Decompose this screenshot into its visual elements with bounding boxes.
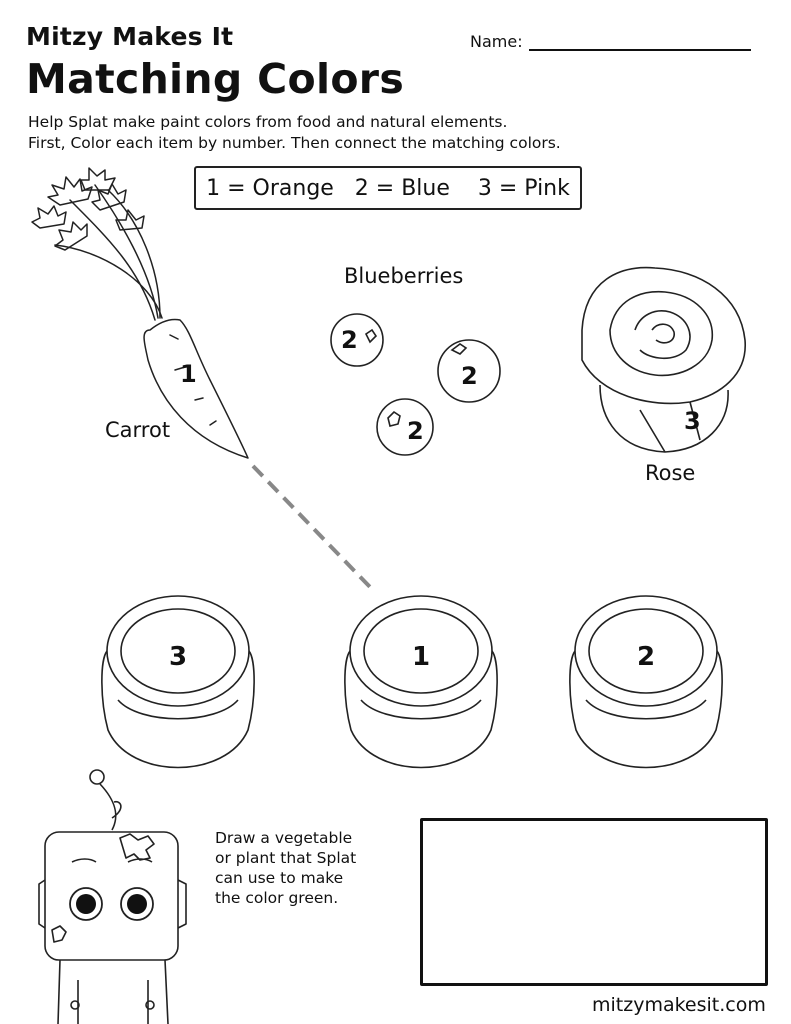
draw-prompt-line-2: or plant that Splat	[215, 849, 357, 867]
blueberry-number-2: 2	[461, 362, 478, 390]
paint-jar-2	[344, 595, 498, 769]
blueberry-number-1: 2	[341, 326, 358, 354]
instructions-line-1: Help Splat make paint colors from food a…	[28, 113, 508, 131]
carrot-label: Carrot	[105, 418, 171, 442]
blueberry-number-3: 2	[407, 417, 424, 445]
paint-jar-number-3: 2	[636, 642, 656, 672]
paint-jar-3	[569, 595, 723, 769]
paint-jar-number-2: 1	[411, 642, 431, 672]
instructions: Help Splat make paint colors from food a…	[28, 112, 561, 154]
draw-prompt: Draw a vegetable or plant that Splat can…	[215, 828, 405, 908]
name-label: Name:	[470, 32, 523, 51]
draw-prompt-line-4: the color green.	[215, 889, 339, 907]
website-url: mitzymakesit.com	[592, 994, 766, 1016]
page-title: Matching Colors	[26, 55, 405, 103]
brand-name: Mitzy Makes It	[26, 22, 234, 51]
drawing-area[interactable]	[420, 818, 768, 986]
carrot-number: 1	[180, 360, 197, 388]
draw-prompt-line-3: can use to make	[215, 869, 344, 887]
draw-prompt-line-1: Draw a vegetable	[215, 829, 353, 847]
color-key: 1 = Orange 2 = Blue 3 = Pink	[194, 166, 582, 210]
blueberries-label: Blueberries	[344, 264, 464, 288]
rose-label: Rose	[645, 461, 696, 485]
rose-number: 3	[684, 407, 701, 435]
paint-jar-number-1: 3	[168, 642, 188, 672]
name-line[interactable]	[528, 33, 751, 51]
name-field[interactable]: Name:	[470, 32, 751, 51]
instructions-line-2: First, Color each item by number. Then c…	[28, 134, 561, 152]
paint-jar-1	[101, 595, 255, 769]
